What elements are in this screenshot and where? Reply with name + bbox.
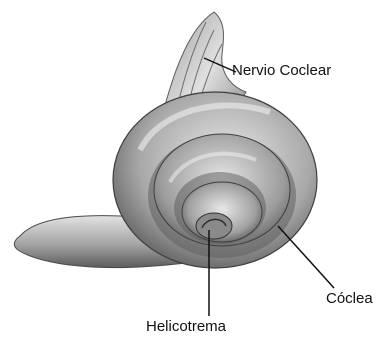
label-nervio-coclear: Nervio Coclear: [232, 62, 331, 79]
cochlea-apex: [196, 213, 232, 239]
label-coclea: Cóclea: [326, 290, 373, 307]
leader-line-coclea: [278, 226, 334, 288]
label-helicotrema: Helicotrema: [146, 318, 226, 335]
